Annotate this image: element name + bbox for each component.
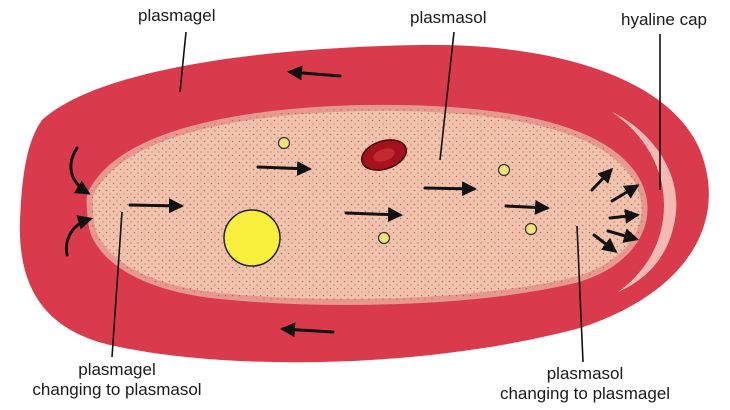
arrow-flow [346,213,400,215]
label-hyaline-cap: hyaline cap [621,10,707,30]
arrow-flow [258,167,309,169]
arrow-flow [506,206,547,208]
arrow-flow [425,188,474,189]
granule [526,224,537,235]
granule [279,138,290,149]
nucleus [224,210,280,266]
label-gel-to-sol-line1: plasmagel [2,360,232,380]
label-sol-to-gel-line2: changing to plasmagel [470,384,700,404]
granule [379,233,390,244]
label-sol-to-gel: plasmasol changing to plasmagel [470,364,700,404]
label-sol-to-gel-line1: plasmasol [470,364,700,384]
label-plasmagel: plasmagel [138,6,216,26]
label-gel-to-sol-line2: changing to plasmasol [2,380,232,400]
granule [499,165,510,176]
arrow-flow [130,205,181,206]
label-plasmasol: plasmasol [410,8,487,28]
label-gel-to-sol: plasmagel changing to plasmasol [2,360,232,400]
